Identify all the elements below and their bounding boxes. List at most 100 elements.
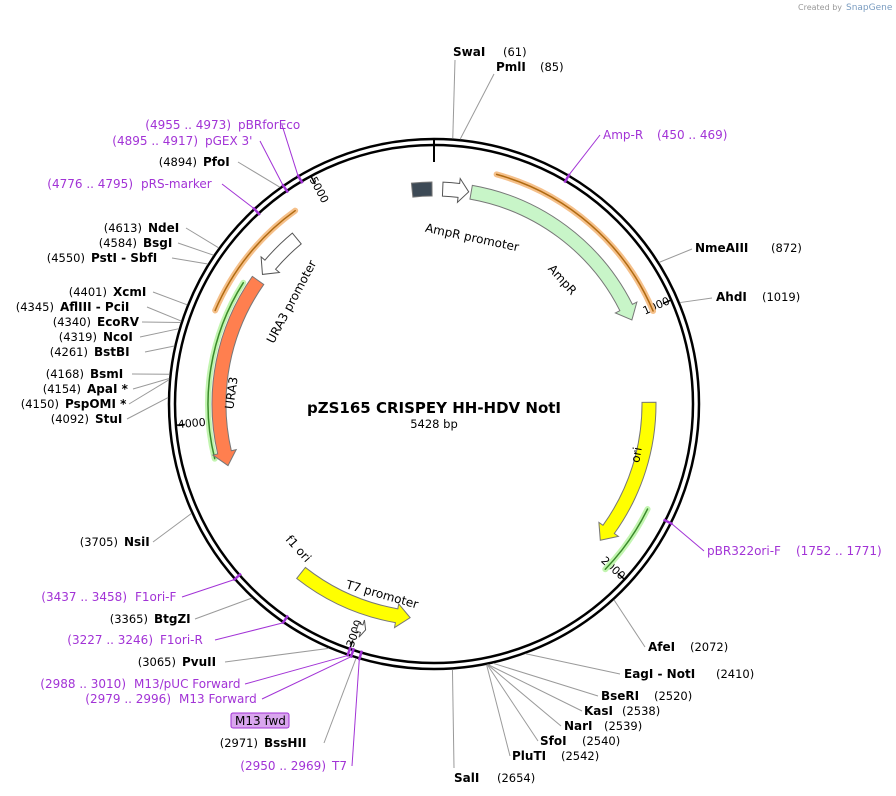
site-position: (4261) [50, 345, 88, 359]
site-name: SalI [454, 771, 479, 785]
feature-label: AmpR [545, 262, 579, 298]
feature-f1-ori[interactable] [296, 566, 411, 629]
site-afliii-pcii[interactable]: (4345) AflIII - PciI [16, 300, 130, 314]
tick-mark [617, 572, 626, 581]
site-position: (872) [771, 241, 802, 255]
plasmid-backbone [167, 137, 701, 671]
leader-line [214, 622, 283, 641]
ura3-primer-line-inner [207, 282, 244, 460]
site-eagi-noti[interactable]: EagI - NotI (2410) [624, 667, 754, 681]
site-bstbi[interactable]: (4261) BstBI [50, 345, 130, 359]
feature-ori[interactable] [598, 401, 657, 541]
site-afei[interactable]: AfeI (2072) [648, 640, 728, 654]
primer-m13-puc-forward[interactable]: (2988 .. 3010) M13/pUC Forward [40, 677, 240, 691]
leader-line [139, 328, 179, 338]
leader-lines [126, 59, 713, 769]
primer-name: pBRforEco [238, 118, 300, 132]
site-xcmi[interactable]: (4401) XcmI [69, 285, 147, 299]
m13-fwd-label: M13 fwd [235, 714, 286, 728]
primer-name: T7 [331, 759, 347, 773]
primer-name: pGEX 3' [205, 134, 252, 148]
site-name: PmlI [496, 60, 526, 74]
site-name: BstBI [94, 345, 130, 359]
m13-fwd-highlight[interactable]: M13 fwd [230, 712, 290, 729]
site-position: (4345) [16, 300, 54, 314]
primer-range: (4776 .. 4795) [47, 177, 133, 191]
site-swai[interactable]: SwaI (61) [453, 45, 527, 59]
leader-line [525, 653, 621, 675]
site-position: (4613) [104, 221, 142, 235]
primer-amp-r[interactable]: Amp-R (450 .. 469) [603, 128, 727, 142]
leader-line [177, 242, 214, 256]
primer-site-mark [349, 647, 356, 659]
feature-ura3[interactable] [211, 275, 265, 467]
primer-site-mark [346, 646, 352, 657]
leader-line [259, 140, 284, 186]
site-name: BseRI [601, 689, 639, 703]
primer-site-mark [563, 173, 571, 184]
feature-ampr-promoter[interactable] [441, 177, 470, 204]
primer-site-mark [296, 173, 304, 184]
site-nmeaiii[interactable]: NmeAIII (872) [695, 241, 802, 255]
site-name: AfeI [648, 640, 675, 654]
leader-line [221, 183, 255, 209]
feature-ura3-promoter[interactable] [260, 232, 302, 275]
primer-name: Amp-R [603, 128, 643, 142]
primer-pbrforeco[interactable]: (4955 .. 4973) pBRforEco [145, 118, 300, 132]
site-pfoi[interactable]: (4894) PfoI [159, 155, 230, 169]
leader-line [144, 345, 175, 353]
site-pspomi[interactable]: (4150) PspOMI * [21, 397, 127, 411]
created-by-text: Created by [798, 3, 842, 12]
site-bsgi[interactable]: (4584) BsgI [99, 236, 173, 250]
primer-f1ori-f[interactable]: (3437 .. 3458) F1ori-F [41, 590, 176, 604]
site-pluti[interactable]: PluTI (2542) [512, 749, 599, 763]
site-position: (2540) [582, 734, 620, 748]
site-position: (3365) [110, 612, 148, 626]
site-nari[interactable]: NarI (2539) [564, 719, 642, 733]
site-position: (4401) [69, 285, 107, 299]
site-ahdi[interactable]: AhdI (1019) [716, 290, 800, 304]
primer-m13-forward[interactable]: (2979 .. 2996) M13 Forward [85, 692, 256, 706]
site-bsshii[interactable]: (2971) BssHII [220, 736, 307, 750]
site-name: KasI [584, 704, 613, 718]
site-sfoi[interactable]: SfoI (2540) [540, 734, 620, 748]
site-ndei[interactable]: (4613) NdeI [104, 221, 180, 235]
feature-ampr[interactable] [469, 184, 638, 321]
leader-line [452, 59, 456, 139]
site-ncoi[interactable]: (4319) NcoI [59, 330, 133, 344]
site-bseri[interactable]: BseRI (2520) [601, 689, 692, 703]
site-pmli[interactable]: PmlI (85) [496, 60, 564, 74]
leader-line [351, 659, 360, 767]
primer-f1ori-r[interactable]: (3227 .. 3246) F1ori-R [67, 633, 203, 647]
primer-site-mark [281, 614, 290, 625]
site-psti-sbfi[interactable]: (4550) PstI - SbfI [47, 251, 157, 265]
site-kasi[interactable]: KasI (2538) [584, 704, 660, 718]
site-position: (2542) [561, 749, 599, 763]
site-name: NcoI [103, 330, 133, 344]
leader-line [185, 227, 219, 249]
site-apai[interactable]: (4154) ApaI * [43, 382, 129, 396]
primer-prs-marker[interactable]: (4776 .. 4795) pRS-marker [47, 177, 211, 191]
primer-t7[interactable]: (2950 .. 2969) T7 [240, 759, 347, 773]
feature-cen-ars[interactable] [410, 181, 433, 198]
site-name: BsgI [143, 236, 172, 250]
site-position: (2539) [604, 719, 642, 733]
feature-t7-promoter[interactable] [355, 619, 367, 638]
site-stui[interactable]: (4092) StuI [51, 412, 123, 426]
ampr-primer-line [495, 173, 654, 312]
primer-range: (2979 .. 2996) [85, 692, 171, 706]
site-pvuii[interactable]: (3065) PvuII [138, 655, 216, 669]
site-btgzi[interactable]: (3365) BtgZI [110, 612, 191, 626]
tick-mark [310, 175, 316, 185]
primer-pgex-3[interactable]: (4895 .. 4917) pGEX 3' [112, 134, 252, 148]
site-nsii[interactable]: (3705) NsiI [80, 535, 150, 549]
leader-line [281, 124, 299, 176]
site-sali[interactable]: SalI (2654) [454, 771, 535, 785]
primer-pbr322ori-f[interactable]: pBR322ori-F (1752 .. 1771) [707, 544, 882, 558]
site-ecorv[interactable]: (4340) EcoRV [53, 315, 140, 329]
leader-line [658, 248, 693, 263]
tick-label: 4000 [177, 416, 206, 431]
site-bsmi[interactable]: (4168) BsmI [46, 367, 124, 381]
primer-site-mark [662, 518, 674, 526]
